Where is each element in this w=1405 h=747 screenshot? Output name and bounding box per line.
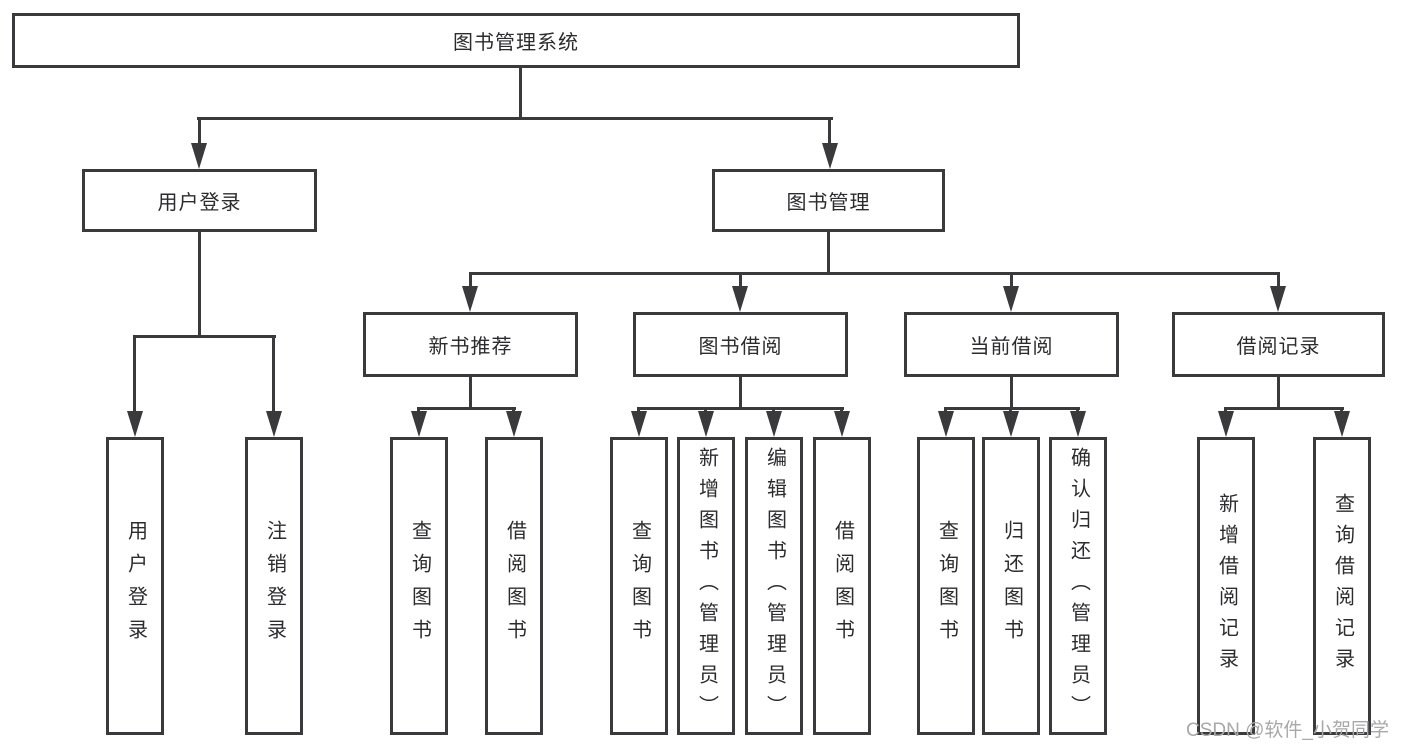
leaf-cur-return-books: 归还图书 bbox=[982, 437, 1040, 735]
leaf-bor-add-books: 新增图书（管理员） bbox=[677, 437, 735, 735]
arrow-to-rec-borrow bbox=[506, 411, 522, 437]
connector-bor-drop bbox=[739, 377, 742, 409]
arrow-to-bor-edit bbox=[766, 411, 782, 437]
connector-bor-span bbox=[637, 407, 844, 410]
leaf-rec-borrow-books: 借阅图书 bbox=[485, 437, 543, 735]
connector-mgmt-stem-2 bbox=[739, 272, 742, 292]
leaf-cur-confirm-return: 确认归还（管理员） bbox=[1049, 437, 1107, 735]
leaf-rec-query-books: 查询图书 bbox=[390, 437, 448, 735]
connector-login-span bbox=[133, 335, 276, 338]
leaf-bor-borrow-books: 借阅图书 bbox=[813, 437, 871, 735]
arrow-to-rec-query bbox=[411, 411, 427, 437]
leaf-cur-query-books: 查询图书 bbox=[917, 437, 975, 735]
leaf-user-login: 用户登录 bbox=[106, 437, 164, 735]
node-records: 借阅记录 bbox=[1172, 312, 1385, 377]
connector-root-drop bbox=[519, 68, 522, 120]
leaf-bor-add-books-label: 新增图书（管理员） bbox=[695, 446, 718, 726]
node-borrow-label: 图书借阅 bbox=[698, 336, 783, 358]
arrow-to-bor-add bbox=[698, 411, 714, 437]
arrow-to-cur-return bbox=[1003, 411, 1019, 437]
arrow-to-borrow bbox=[732, 286, 748, 312]
connector-mgmt-span bbox=[469, 272, 1280, 275]
arrow-to-bor-borrow bbox=[834, 411, 850, 437]
node-user-login: 用户登录 bbox=[82, 169, 317, 232]
connector-login-drop bbox=[198, 232, 201, 337]
connector-root-span bbox=[197, 117, 833, 120]
leaf-user-login-label: 用户登录 bbox=[124, 520, 147, 652]
arrow-to-bor-query bbox=[631, 411, 647, 437]
connector-cur-span bbox=[944, 407, 1080, 410]
connector-rec-drop bbox=[469, 377, 472, 409]
node-root-label: 图书管理系统 bbox=[453, 32, 579, 54]
leaf-cur-return-books-label: 归还图书 bbox=[1000, 520, 1023, 652]
leaf-cur-confirm-return-label: 确认归还（管理员） bbox=[1067, 446, 1090, 726]
leaf-bor-edit-books-label: 编辑图书（管理员） bbox=[763, 446, 786, 726]
leaf-rec-borrow-books-label: 借阅图书 bbox=[503, 520, 526, 652]
node-records-label: 借阅记录 bbox=[1236, 336, 1321, 358]
arrow-to-book-mgmt bbox=[822, 143, 838, 169]
node-book-mgmt-label: 图书管理 bbox=[786, 192, 871, 214]
arrow-to-hist-add bbox=[1218, 411, 1234, 437]
connector-login-stem-1 bbox=[133, 335, 136, 415]
arrow-to-leaf-logout bbox=[266, 411, 282, 437]
connector-mgmt-stem-3 bbox=[1010, 272, 1013, 292]
arrow-to-new-rec bbox=[462, 286, 478, 312]
leaf-logout: 注销登录 bbox=[245, 437, 303, 735]
connector-hist-drop bbox=[1277, 377, 1280, 409]
leaf-hist-add-record: 新增借阅记录 bbox=[1197, 437, 1255, 735]
connector-hist-span bbox=[1224, 407, 1344, 410]
node-new-rec: 新书推荐 bbox=[363, 312, 578, 377]
connector-mgmt-stem-4 bbox=[1277, 272, 1280, 292]
arrow-to-cur-confirm bbox=[1070, 411, 1086, 437]
leaf-bor-query-books: 查询图书 bbox=[610, 437, 668, 735]
leaf-hist-add-record-label: 新增借阅记录 bbox=[1215, 493, 1238, 679]
node-new-rec-label: 新书推荐 bbox=[428, 336, 513, 358]
connector-root-stem-left bbox=[198, 117, 201, 146]
leaf-hist-query-record: 查询借阅记录 bbox=[1313, 437, 1371, 735]
node-current-label: 当前借阅 bbox=[969, 336, 1054, 358]
arrow-to-hist-query bbox=[1334, 411, 1350, 437]
arrow-to-leaf-login bbox=[127, 411, 143, 437]
leaf-bor-edit-books: 编辑图书（管理员） bbox=[745, 437, 803, 735]
connector-rec-span bbox=[417, 407, 516, 410]
arrow-to-records bbox=[1270, 286, 1286, 312]
node-book-mgmt: 图书管理 bbox=[712, 169, 945, 232]
node-current: 当前借阅 bbox=[904, 312, 1119, 377]
arrow-to-current bbox=[1003, 286, 1019, 312]
connector-mgmt-stem-1 bbox=[469, 272, 472, 292]
leaf-rec-query-books-label: 查询图书 bbox=[408, 520, 431, 652]
connector-mgmt-drop bbox=[827, 232, 830, 274]
connector-root-stem-right bbox=[828, 117, 831, 146]
leaf-bor-borrow-books-label: 借阅图书 bbox=[831, 520, 854, 652]
node-borrow: 图书借阅 bbox=[633, 312, 848, 377]
node-root: 图书管理系统 bbox=[12, 13, 1020, 68]
connector-cur-drop bbox=[1010, 377, 1013, 409]
csdn-watermark: CSDN @软件_小贺同学 bbox=[1186, 720, 1389, 741]
node-user-login-label: 用户登录 bbox=[157, 192, 242, 214]
leaf-bor-query-books-label: 查询图书 bbox=[628, 520, 651, 652]
leaf-logout-label: 注销登录 bbox=[263, 520, 286, 652]
connector-login-stem-2 bbox=[272, 335, 275, 415]
arrow-to-user-login bbox=[191, 143, 207, 169]
leaf-cur-query-books-label: 查询图书 bbox=[935, 520, 958, 652]
leaf-hist-query-record-label: 查询借阅记录 bbox=[1331, 493, 1354, 679]
arrow-to-cur-query bbox=[938, 411, 954, 437]
